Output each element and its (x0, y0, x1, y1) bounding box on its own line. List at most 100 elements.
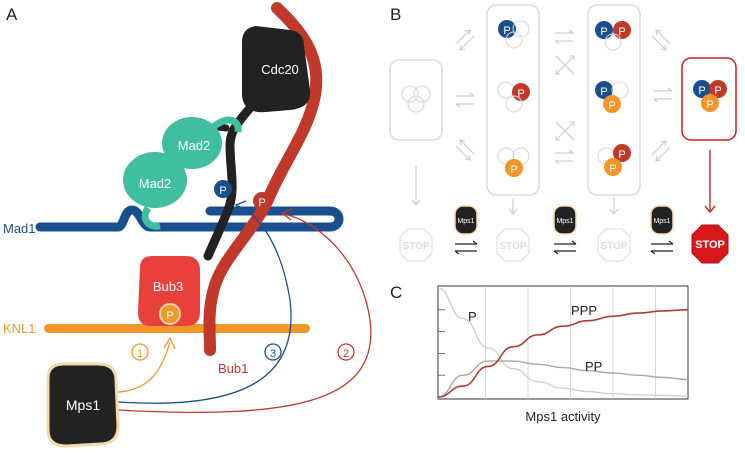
equilibrium-arrows (455, 29, 673, 165)
mad2-bottom-label: Mad2 (139, 176, 172, 191)
step-2-label: 2 (343, 348, 349, 360)
p-site-blue (214, 180, 232, 198)
state-box-2 (587, 4, 641, 196)
step-3-label: 3 (270, 348, 276, 360)
mps1-small-0-arrows (454, 240, 478, 255)
empty-site-1d (505, 95, 523, 113)
state-box-3 (681, 57, 737, 141)
empty-site-2b (611, 81, 629, 99)
p-blue-2b (595, 81, 613, 99)
mps1-small-0-label: Mps1 (457, 218, 474, 225)
mps1-blob (46, 362, 120, 448)
p-blue-2b-label: P (600, 86, 607, 98)
p-blue-1-label: P (503, 25, 510, 37)
p-blue-2a-label: P (600, 26, 607, 38)
p-site-blue-label: P (219, 185, 226, 197)
p-orange-2b (603, 95, 621, 113)
panel-c-letter: C (390, 283, 402, 302)
bub1-strand (203, 2, 323, 356)
cdc20-label: Cdc20 (261, 62, 299, 77)
mps1-small-2-group: Mps1 (650, 205, 674, 255)
mps1-small-0-group: Mps1 (454, 205, 478, 255)
mad2-top-blob (162, 117, 222, 169)
empty-site-0b (413, 85, 431, 103)
curve-ppp-label: PPP (571, 303, 597, 318)
series-p-line (437, 287, 689, 397)
chart-c-grid (438, 286, 656, 399)
arrow-3 (117, 205, 292, 404)
stop-active (691, 224, 729, 264)
stop-faded-2-label: STOP (600, 241, 627, 252)
stop-faded-1-label: STOP (499, 241, 526, 252)
arrow-1 (117, 341, 171, 393)
eq-arrow-1-2-bottom (554, 149, 574, 165)
panel-b: B P P P P P P P P P (389, 4, 737, 264)
chart-c-lines (437, 287, 689, 398)
p-site-red (253, 192, 271, 210)
step-2-badge (337, 343, 355, 361)
series-ppp-line (437, 309, 689, 398)
mps1-small-1-group: Mps1 (553, 205, 577, 255)
stop-faded-2 (597, 228, 631, 262)
eq-arrow-0-1-top (455, 29, 475, 51)
panel-c: C P PP PPP Mps1 activity (390, 283, 689, 424)
down-arrow-active (704, 150, 716, 214)
arrowhead-2 (280, 208, 293, 221)
mps1-small-2-label: Mps1 (653, 218, 670, 225)
down-arrows-faded (411, 166, 619, 215)
mad2-top-label: Mad2 (178, 138, 211, 153)
arrowhead-1 (163, 336, 176, 350)
p-red-2c (613, 144, 631, 162)
empty-site-1c (497, 81, 515, 99)
p-red-3-label: P (714, 85, 721, 97)
mad2-bottom-blob (123, 152, 187, 208)
stop-faded-1 (496, 228, 530, 262)
p-orange-3-label: P (706, 99, 713, 111)
step-3-badge (264, 343, 282, 361)
p-site-orange-label: P (166, 310, 173, 322)
mps1-small-1-arrows (553, 240, 577, 255)
arrow-2 (117, 213, 372, 414)
bub3-blob (138, 256, 200, 326)
panel-a: A KNL1 Mad1 Bub1 Cdc20 Mad2 Mad2 P P Bub… (3, 2, 372, 448)
eq-arrow-2-3-top (651, 29, 671, 51)
arrowhead-3 (234, 200, 247, 214)
stop-faded-group: STOP STOP STOP (399, 228, 631, 262)
p-orange-1 (505, 159, 523, 177)
down-arrow-1 (508, 198, 518, 215)
down-arrow-2 (609, 198, 619, 215)
p-site-orange (159, 303, 181, 325)
x-axis-label: Mps1 activity (525, 409, 601, 424)
p-red-2c-label: P (618, 149, 625, 161)
empty-site-2a (604, 33, 622, 51)
chart-c-frame (437, 285, 689, 400)
eq-arrow-0-1-bottom (455, 139, 475, 161)
p-blue-2a (595, 21, 613, 39)
mad1-bar (35, 205, 344, 232)
stop-faded-0-label: STOP (402, 241, 429, 252)
mps1-small-1 (553, 205, 577, 235)
panel-b-letter: B (390, 5, 401, 24)
bub3-label: Bub3 (153, 279, 183, 294)
eq-arrow-1-2-cross-top (555, 55, 575, 75)
p-blue-3-label: P (698, 85, 705, 97)
p-orange-2b-label: P (608, 100, 615, 112)
state-box-0 (389, 59, 443, 141)
down-arrow-0 (411, 166, 421, 206)
empty-site-0c (407, 95, 425, 113)
step-1-badge (131, 343, 149, 361)
empty-site-1b (505, 31, 523, 49)
curve-p-label: P (468, 309, 477, 324)
mps1-small-1-label: Mps1 (556, 218, 573, 225)
step-1-label: 1 (137, 348, 143, 360)
p-red-3 (709, 80, 727, 98)
p-red-1-label: P (517, 88, 524, 100)
stop-active-label: STOP (695, 239, 725, 251)
eq-arrow-2-3-mid (653, 87, 673, 103)
eq-arrow-2-3-bottom (651, 140, 671, 162)
eq-arrow-1-2-top (554, 29, 574, 45)
panel-a-letter: A (6, 5, 18, 24)
p-orange-2c (604, 158, 622, 176)
knl1-label: KNL1 (3, 321, 36, 336)
